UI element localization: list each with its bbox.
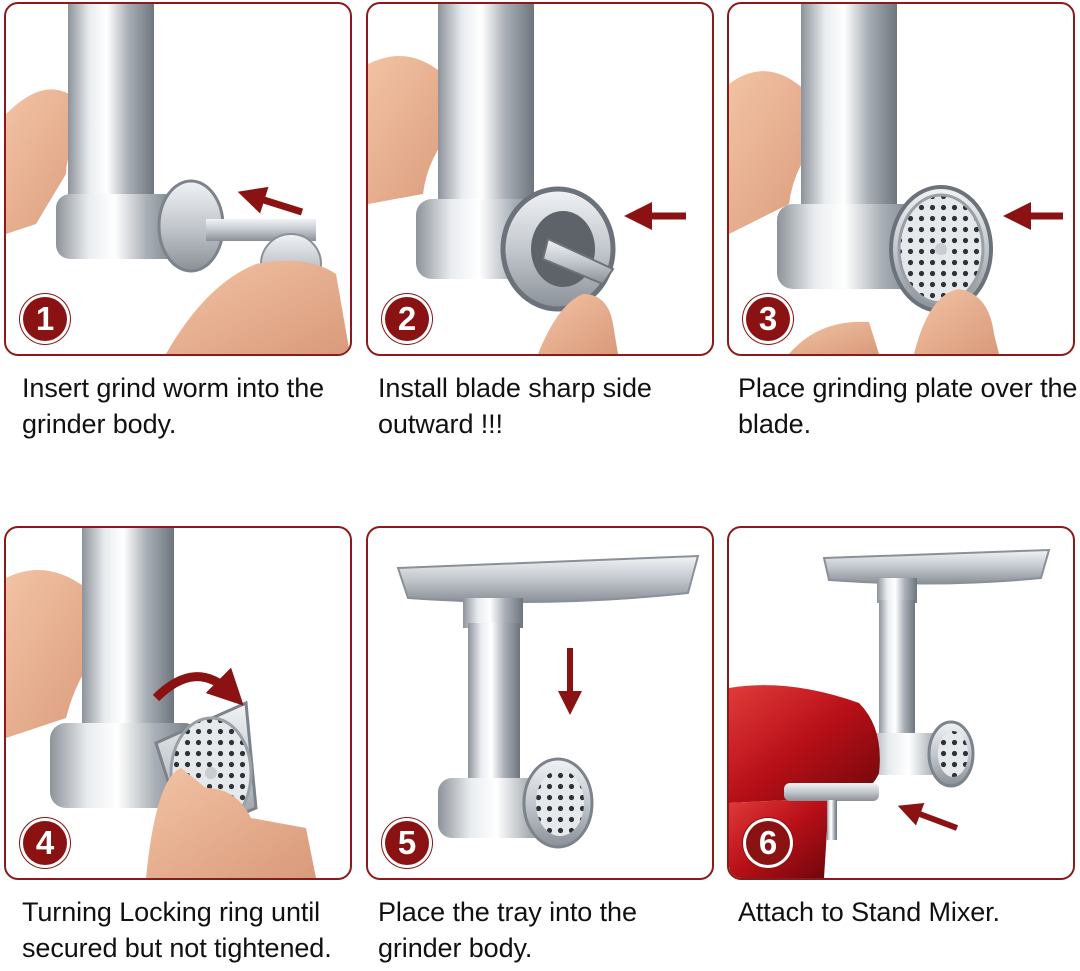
step-number-badge: 5 [382, 818, 432, 868]
step-5-illustration [396, 554, 700, 849]
right-hand [146, 768, 316, 878]
step-1-image-card: 1 [4, 2, 352, 356]
plate-center [205, 767, 217, 779]
step-3-image-card: 3 [727, 2, 1075, 356]
left-hand [729, 71, 824, 234]
step-1-illustration [6, 4, 350, 354]
step-2-image-card: 2 [366, 2, 714, 356]
step-4-illustration [6, 528, 316, 878]
step-number-badge: 3 [743, 294, 793, 344]
step-6-image-card: 6 [727, 526, 1075, 880]
step-caption: Place grinding plate over the blade. [738, 373, 1078, 439]
step-4-image-card: 4 [4, 526, 352, 880]
step-number-badge: 2 [382, 294, 432, 344]
right-hand [914, 289, 999, 354]
grinder-tube [801, 4, 897, 224]
food-tray [396, 554, 700, 603]
rotation-arrow [152, 667, 244, 706]
grinding-plate [938, 731, 968, 777]
grinder-tube [438, 4, 534, 224]
step-number-badge: 4 [20, 818, 70, 868]
grinder-body [56, 194, 186, 259]
direction-arrow [237, 186, 304, 216]
step-caption: Attach to Stand Mixer. [738, 897, 1000, 927]
right-hand [166, 260, 350, 354]
tray-neck [877, 578, 917, 603]
right-hand [538, 294, 618, 354]
grinder-tube [68, 4, 154, 204]
left-hand [368, 56, 458, 204]
grinding-plate [536, 770, 584, 836]
food-tray [822, 548, 1051, 585]
right-thumb [789, 321, 879, 354]
left-hand [6, 570, 101, 738]
plate-center [935, 243, 947, 255]
stand-mixer-head [729, 685, 880, 803]
step-caption: Place the tray into the grinder body. [378, 897, 637, 963]
blade [541, 237, 615, 286]
grinder-tube [879, 600, 915, 750]
direction-arrow [897, 802, 959, 831]
step-5-image-card: 5 [366, 526, 714, 880]
step-caption: Turning Locking ring until secured but n… [22, 897, 332, 963]
mixer-shaft [827, 800, 837, 840]
step-3-illustration [729, 4, 1063, 354]
step-caption: Insert grind worm into the grinder body. [22, 373, 325, 439]
mixer-band [784, 783, 879, 801]
step-caption: Install blade sharp side outward !!! [378, 373, 652, 439]
step-number-badge: 1 [20, 294, 70, 344]
step-2-illustration [368, 4, 686, 354]
grinder-body [777, 204, 927, 289]
grinder-tube [468, 623, 520, 793]
grinder-tube [82, 528, 174, 753]
step-number-badge: 6 [743, 818, 793, 868]
